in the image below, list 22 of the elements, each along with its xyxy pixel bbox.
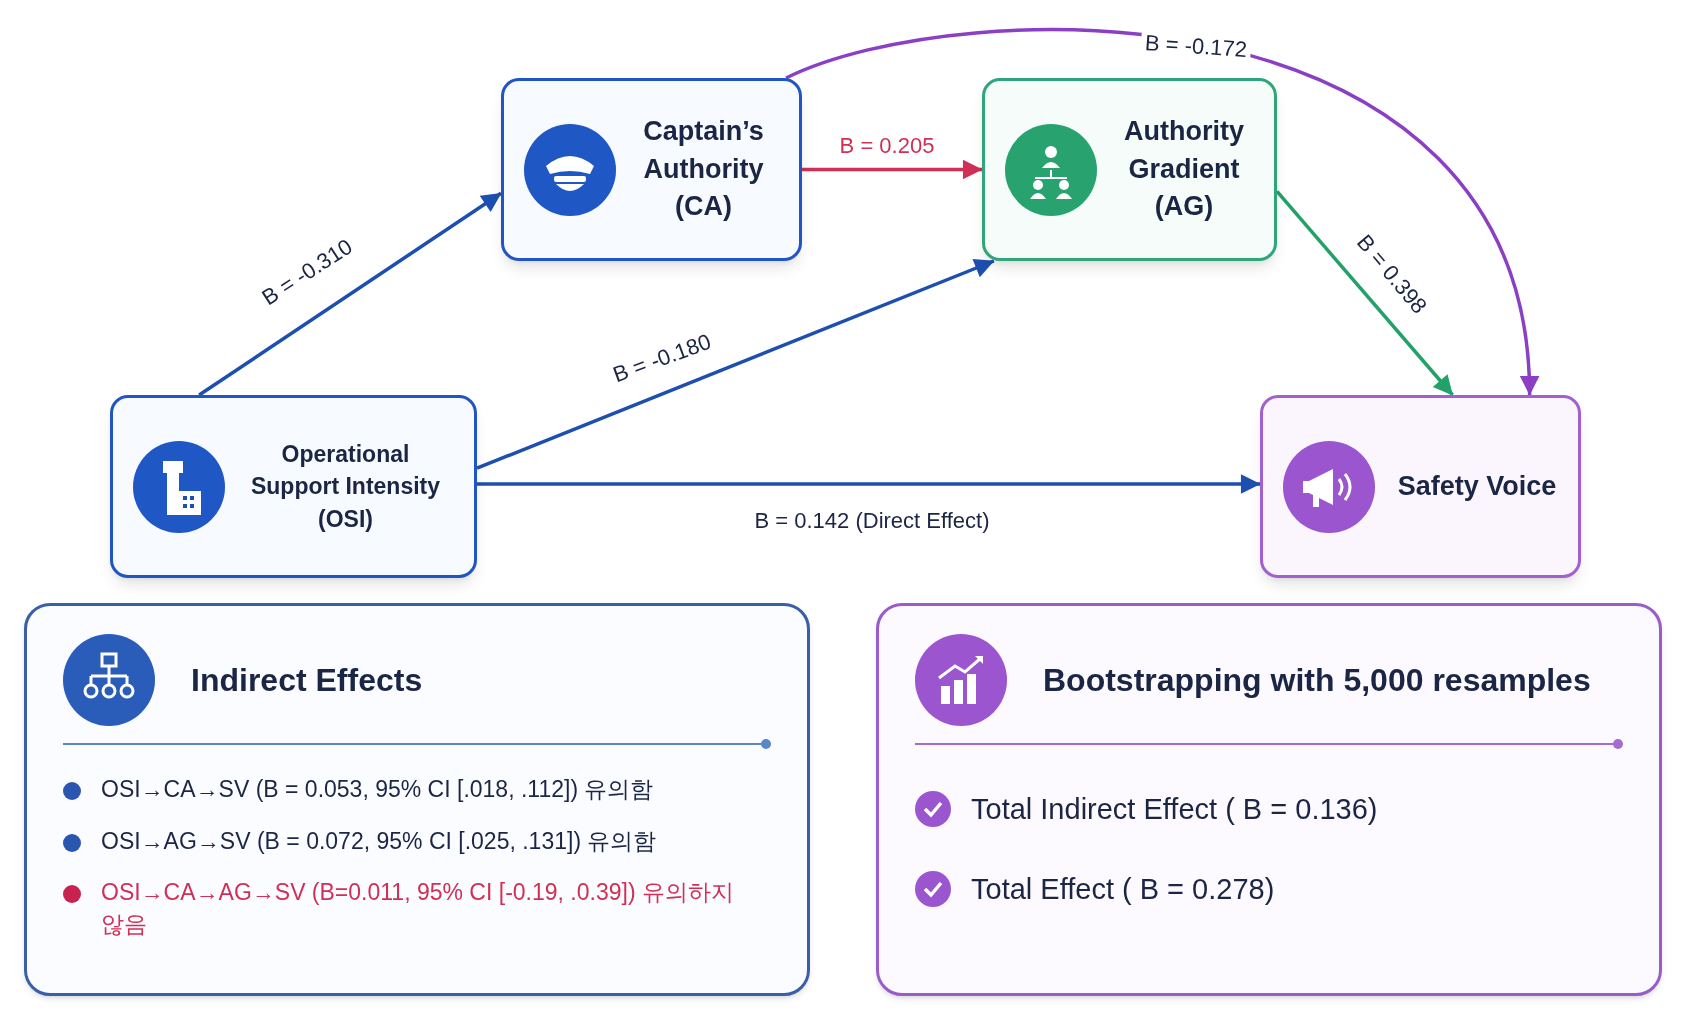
list-item: OSI→CA→SV (B = 0.053, 95% CI [.018, .112]) 유의함 [101, 775, 654, 804]
arrow [802, 159, 983, 180]
variable-box [501, 78, 802, 261]
arrow [477, 474, 1261, 494]
arrow [198, 191, 502, 397]
list-item: OSI→CA→AG→SV (B=0.011, 95% CI [-0.19, .0.39]) 유의하지 않음 [101, 878, 735, 939]
variable-name: Authority Gradient (AG) [1123, 114, 1245, 224]
variable-name: Operational Support Intensity (OSI) [249, 440, 442, 534]
variable-box [110, 395, 477, 578]
list-item: OSI→AG→SV (B = 0.072, 95% CI [.025, .131]) 유의함 [101, 826, 657, 856]
list-item: Total Indirect Effect ( B = 0.136) [971, 792, 1378, 827]
arrow [476, 259, 995, 470]
info-panel [876, 603, 1662, 996]
arrow [1275, 190, 1454, 397]
variable-box [982, 78, 1277, 261]
variable-box [1260, 395, 1581, 578]
variable-name: Captain’s Authority (CA) [642, 114, 765, 224]
panel-heading: Indirect Effects [191, 661, 423, 700]
list-item: Total Effect ( B = 0.278) [971, 871, 1275, 907]
variable-name: Safety Voice [1396, 469, 1558, 503]
panel-heading: Bootstrapping with 5,000 resamples [1043, 661, 1591, 700]
info-panel [24, 603, 810, 996]
